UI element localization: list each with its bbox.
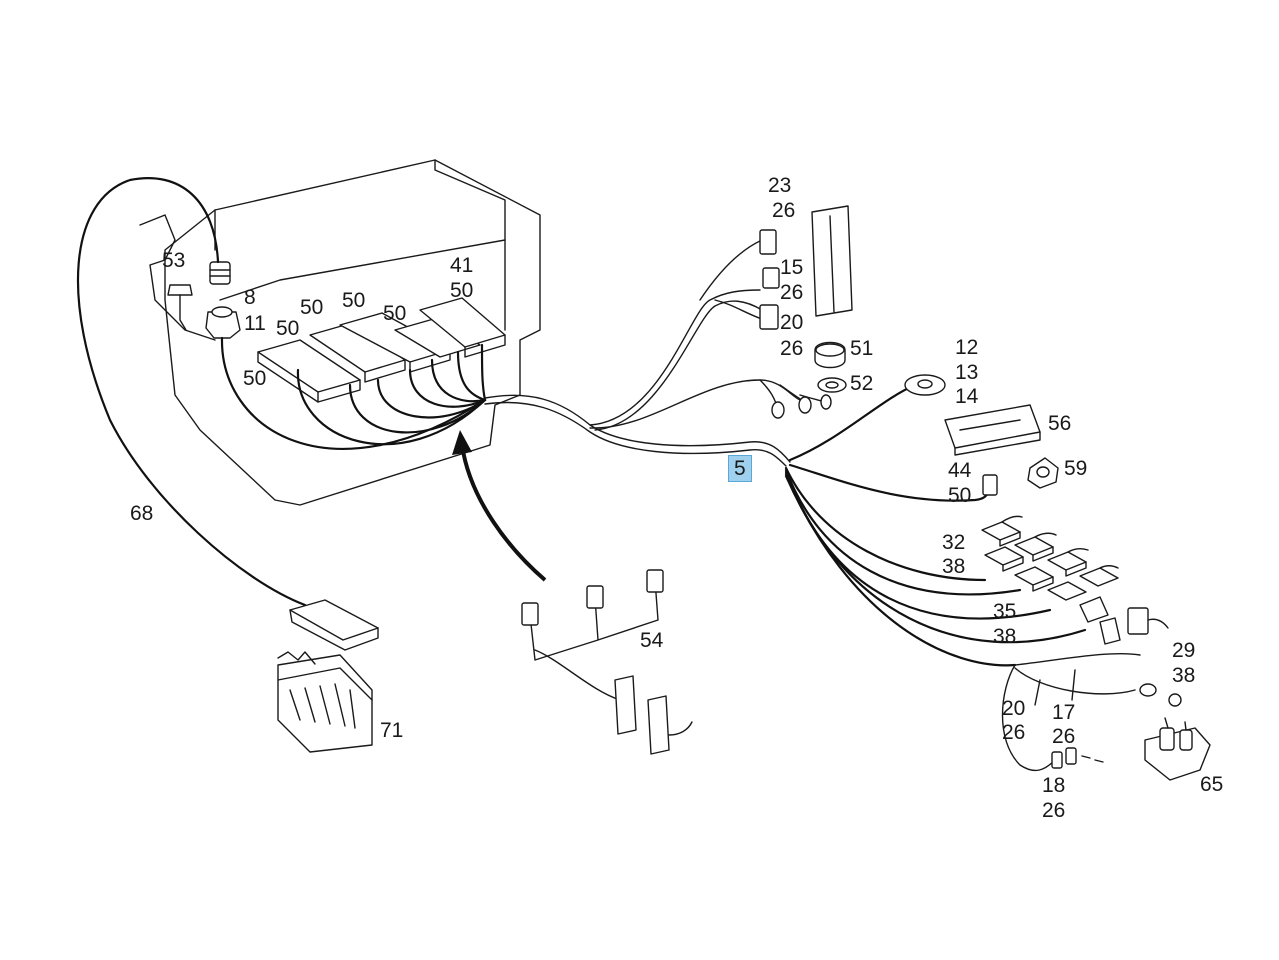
wire-68 (76, 177, 379, 651)
callout-54: 54 (640, 629, 664, 652)
callout-50: 50 (276, 317, 300, 340)
callout-26: 26 (772, 199, 796, 222)
callout-8: 8 (244, 286, 256, 309)
callout-53: 53 (162, 249, 186, 272)
callout-41: 41 (450, 254, 474, 277)
callout-51: 51 (850, 337, 874, 360)
callout-38: 38 (942, 555, 966, 578)
callout-50: 50 (300, 296, 324, 319)
callout-44: 44 (948, 459, 972, 482)
sensor-parts (167, 261, 241, 339)
callout-15: 15 (780, 256, 804, 279)
callout-38: 38 (1172, 664, 1196, 687)
connector-set-54 (521, 569, 693, 755)
callout-17: 17 (1052, 701, 1076, 724)
callout-12: 12 (955, 336, 979, 359)
callout-26: 26 (1002, 721, 1026, 744)
callout-50: 50 (450, 279, 474, 302)
dashboard-housing (139, 159, 541, 506)
callout-5-highlighted: 5 (728, 455, 752, 482)
callout-29: 29 (1172, 639, 1196, 662)
right-components (788, 374, 1059, 502)
lower-wires (1001, 652, 1211, 781)
callout-65: 65 (1200, 773, 1224, 796)
relay-slots (257, 297, 506, 403)
relay-cluster (784, 466, 1169, 667)
callout-50: 50 (383, 302, 407, 325)
callout-18: 18 (1042, 774, 1066, 797)
callout-23: 23 (768, 174, 792, 197)
callout-26: 26 (780, 337, 804, 360)
callout-59: 59 (1064, 457, 1088, 480)
callout-32: 32 (942, 531, 966, 554)
housing-harness (220, 336, 487, 450)
callout-50: 50 (342, 289, 366, 312)
callout-26: 26 (1042, 799, 1066, 822)
callout-52: 52 (850, 372, 874, 395)
callout-56: 56 (1048, 412, 1072, 435)
callout-50: 50 (948, 484, 972, 507)
callout-68: 68 (130, 502, 154, 525)
callout-26: 26 (780, 281, 804, 304)
pointer-arrow (452, 430, 547, 582)
callout-20: 20 (780, 311, 804, 334)
callout-26: 26 (1052, 725, 1076, 748)
callout-35: 35 (993, 600, 1017, 623)
callout-11: 11 (244, 312, 266, 335)
callout-20: 20 (1002, 697, 1026, 720)
bulbs (759, 379, 832, 419)
callout-71: 71 (380, 719, 404, 742)
callout-50: 50 (243, 367, 267, 390)
callout-14: 14 (955, 385, 979, 408)
main-trunk (484, 239, 801, 467)
callout-13: 13 (955, 361, 979, 384)
instrument-connectors (759, 205, 853, 393)
fuse-block-71 (277, 651, 373, 753)
callout-38: 38 (993, 625, 1017, 648)
